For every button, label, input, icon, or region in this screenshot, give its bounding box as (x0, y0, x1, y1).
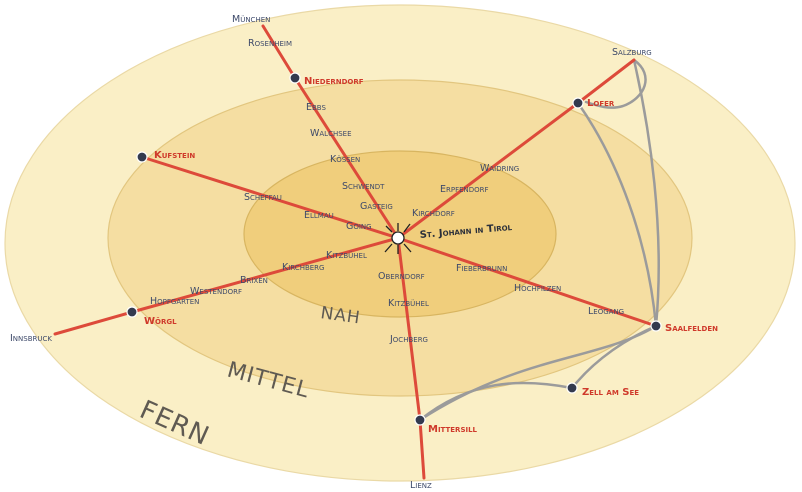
place-erpfendorf-label: Erpfendorf (440, 184, 489, 195)
place-going-label: Going (346, 221, 372, 232)
place-kirchberg-label: Kirchberg (282, 262, 324, 273)
place-innsbruck-label: Innsbruck (10, 333, 52, 344)
place-koessen-label: Kössen (330, 154, 360, 165)
place-fieberbrunn-label: Fieberbrunn (456, 263, 507, 274)
route-niederndorf-center (293, 76, 400, 240)
place-schwendt-label: Schwendt (342, 181, 385, 192)
pin-kufstein (136, 151, 148, 163)
route-muenchen-niederndorf (261, 24, 297, 80)
place-muenchen-label: München (232, 14, 270, 25)
place-leogang-label: Leogang (588, 306, 624, 317)
route-woergl-center (130, 236, 400, 314)
place-brixen-label: Brixen (240, 275, 268, 286)
hub-saalfelden-label: Saalfelden (665, 323, 718, 334)
hub-lofer-label: Lofer (587, 98, 615, 109)
place-gasteig-label: Gasteig (360, 201, 393, 212)
place-salzburg-label: Salzburg (612, 47, 652, 58)
hub-pins (126, 72, 662, 426)
place-westendorf-label: Westendorf (190, 286, 242, 297)
route-center-saalfelden (396, 236, 658, 328)
connector-lofer-saalfelden (576, 101, 658, 328)
route-kufstein-center (140, 155, 400, 240)
place-oberndorf-label: Oberndorf (378, 271, 425, 282)
connector-salzburg-saalfelden (632, 58, 660, 328)
place-rosenheim-label: Rosenheim (248, 38, 292, 49)
route-mittersill-lienz (418, 418, 426, 480)
pin-saalfelden (650, 320, 662, 332)
place-kirchdorf-label: Kirchdorf (412, 208, 455, 219)
connector-routes (418, 58, 660, 422)
pin-woergl (126, 306, 138, 318)
pin-niederndorf (289, 72, 301, 84)
route-center-mittersill (396, 236, 422, 422)
hub-zell-label: Zell am See (582, 387, 639, 398)
hub-kufstein-label: Kufstein (154, 150, 195, 161)
center-marker (384, 223, 412, 254)
place-hopfgarten-label: Hopfgarten (150, 296, 199, 307)
place-hochfilzen-label: Hochfilzen (514, 283, 561, 294)
route-center-lofer (396, 101, 580, 240)
place-scheffau-label: Scheffau (244, 192, 282, 203)
route-lofer-salzburg (576, 58, 636, 105)
connector-salzburg-lofer (584, 58, 647, 109)
place-lienz-label: Lienz (410, 480, 432, 491)
place-ebbs-label: Ebbs (306, 102, 326, 113)
pin-mittersill (414, 414, 426, 426)
place-jochberg-label: Jochberg (389, 334, 428, 345)
pin-lofer (572, 97, 584, 109)
place-walchsee-label: Walchsee (310, 128, 352, 139)
hub-mittersill-label: Mittersill (428, 424, 478, 435)
hub-woergl-label: Wörgl (144, 316, 177, 327)
connector-saalfelden-mittersill (418, 324, 658, 422)
place-waidring-label: Waidring (480, 163, 519, 174)
connector-zell-mittersill (418, 381, 574, 422)
place-ellmau-label: Ellmau (304, 210, 334, 221)
place-kitzbuehel-w-label: Kitzbühel (326, 250, 367, 261)
place-kitzbuehel-s-label: Kitzbühel (388, 298, 429, 309)
main-routes (53, 24, 658, 480)
pin-zell (566, 382, 578, 394)
hub-niederndorf-label: Niederndorf (304, 76, 364, 87)
route-innsbruck-woergl (53, 310, 134, 336)
